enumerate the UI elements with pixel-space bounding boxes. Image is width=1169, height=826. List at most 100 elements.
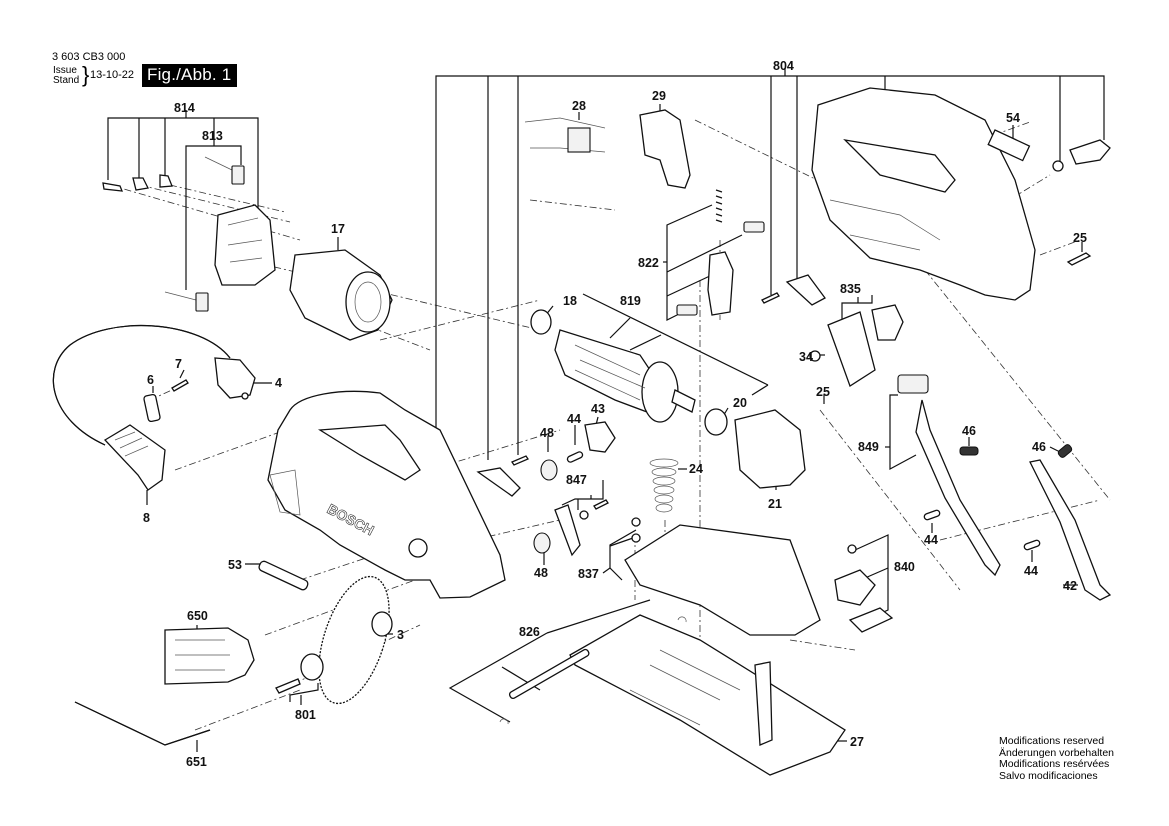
clamp [834,569,876,606]
spring [959,446,979,456]
label-46-right: 46 [1032,440,1046,454]
lever-cap [1069,139,1111,165]
figure-label: Fig./Abb. 1 [142,64,238,87]
label-814: 814 [174,101,195,115]
label-54: 54 [1006,111,1020,125]
label-42: 42 [1063,579,1077,593]
carbon-brush [164,156,245,312]
flange [371,611,393,637]
clamp-bar [848,607,894,633]
label-847: 847 [566,473,587,487]
lever-arm [554,504,581,557]
pin [566,451,584,463]
issue-date: 13-10-22 [90,69,135,81]
label-819: 819 [620,294,641,308]
spring [1057,444,1073,458]
label-17: 17 [331,222,345,236]
blade-guard-upper [624,524,821,636]
label-826: 826 [519,625,540,639]
housing-left: BOSCH [267,390,506,599]
nameplate [987,129,1031,162]
label-849: 849 [858,440,879,454]
label-651: 651 [186,755,207,769]
cover-plate [827,311,876,387]
label-837: 837 [578,567,599,581]
document-number: 3 603 CB3 000 [52,51,126,63]
brace: } [82,62,90,87]
e-clip [499,718,509,725]
label-53: 53 [228,558,242,572]
label-4: 4 [275,376,282,390]
bracket [785,274,826,306]
washer [631,533,641,543]
note-en: Modifications reserved [999,735,1105,747]
label-strip [258,560,309,591]
pin [1023,539,1041,551]
label-29: 29 [652,89,666,103]
screw [847,544,857,554]
screw [809,350,821,362]
power-cord [52,324,256,491]
label-6: 6 [147,373,154,387]
dust-nozzle [164,627,255,685]
issue-label-en: Issue [53,65,77,76]
lever-849 [897,374,1001,577]
modification-notes: Modifications reserved Änderungen vorbeh… [999,735,1115,782]
gear [540,459,558,481]
switch [524,109,691,189]
label-25-top: 25 [1073,231,1087,245]
flange-outer [300,653,324,681]
label-48-bottom: 48 [534,566,548,580]
issue-label: Issue Stand [53,66,79,86]
screw [1066,252,1092,266]
e-clip [677,616,687,623]
note-de: Änderungen vorbehalten [999,746,1115,759]
note-es: Salvo modificaciones [999,769,1098,782]
label-48-top: 48 [540,426,554,440]
label-43: 43 [591,402,605,416]
label-25-mid: 25 [816,385,830,399]
label-835: 835 [840,282,861,296]
stator-field [289,249,393,341]
label-44-right: 44 [1024,564,1038,578]
label-24: 24 [689,462,703,476]
eccentric [584,421,616,453]
part-labels: 804 814 813 17 28 29 54 25 822 835 18 81… [143,59,1087,769]
issue-label-de: Stand [53,75,80,86]
pin [508,648,590,700]
gearbox [734,409,806,489]
label-28: 28 [572,99,586,113]
label-7: 7 [175,357,182,371]
screw [171,379,189,392]
gear [533,532,551,554]
cord-clip [143,393,161,423]
label-3: 3 [397,628,404,642]
label-813: 813 [202,129,223,143]
screw [593,499,609,510]
saw-blade [318,575,390,705]
pin [923,509,941,521]
label-840: 840 [894,560,915,574]
switch-lock-parts [676,189,765,316]
label-8: 8 [143,511,150,525]
lever-42 [1029,459,1112,601]
screw [275,678,301,694]
knob [871,304,904,341]
label-650: 650 [187,609,208,623]
circlip [1052,160,1064,172]
armature [554,329,696,423]
lever-arm [476,467,521,497]
housing-right [811,87,1036,301]
label-18: 18 [563,294,577,308]
screw [761,292,780,304]
hex-key [74,701,211,746]
screw [511,455,529,466]
screw [631,517,641,527]
base-plate [569,614,846,776]
label-804: 804 [773,59,794,73]
label-44-mid: 44 [924,533,938,547]
bearing [704,408,728,436]
label-46-left: 46 [962,424,976,438]
label-34: 34 [799,350,813,364]
